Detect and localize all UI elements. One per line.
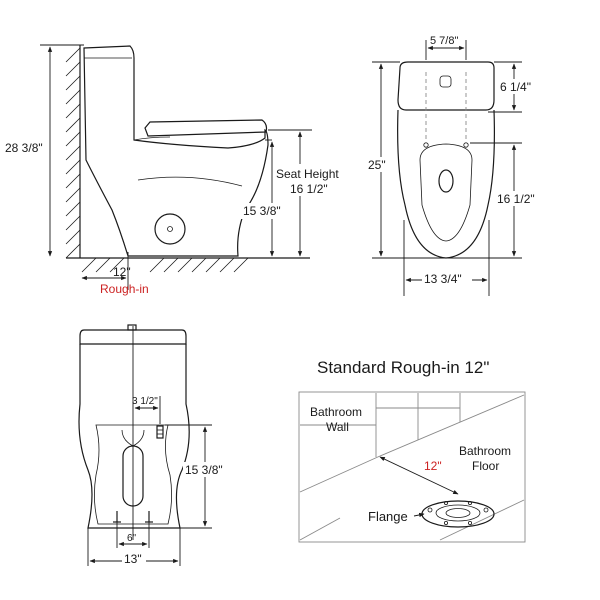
front-view: 3 1/2" 15 3/8" 6" 13": [78, 324, 239, 566]
top-outlet: [438, 169, 454, 193]
front-supply-offset: 3 1/2": [132, 396, 158, 407]
rough-in-diagram: Standard Rough-in 12" Bathroom Wall Bath…: [298, 358, 526, 543]
side-height-total: 28 3/8": [5, 141, 43, 155]
wall-label-line-1: Bathroom: [310, 405, 362, 419]
rough-in-arrow: [379, 456, 459, 495]
side-lower-height: 15 3/8": [243, 204, 281, 218]
wall-hatch: [65, 47, 81, 259]
top-width-top: 5 7/8": [430, 35, 458, 47]
trap-circle: [154, 213, 186, 245]
side-toilet-outline: [83, 45, 269, 257]
rough-in-title: Standard Rough-in 12": [317, 358, 489, 377]
front-width: 13": [124, 552, 142, 566]
top-bowl-length: 16 1/2": [497, 192, 535, 206]
wall-label-line-2: Wall: [326, 420, 349, 434]
top-length: 25": [368, 158, 386, 172]
front-height: 15 3/8": [185, 463, 223, 477]
wall-floor-corner-left: [299, 455, 381, 493]
top-tank-depth: 6 1/4": [500, 80, 531, 94]
seat-height-label: Seat Height: [276, 167, 339, 181]
top-view: 5 7/8" 6 1/4" 25" 16 1/2" 13 3/4": [366, 35, 544, 296]
flange-label: Flange: [368, 509, 408, 524]
rough-in-distance: 12": [424, 459, 442, 473]
floor-label-line-2: Floor: [472, 459, 499, 473]
diagram-frame: [298, 391, 526, 543]
rough-in-value: 12": [113, 265, 131, 279]
supply-valve: [156, 425, 164, 439]
rough-in-label: Rough-in: [100, 282, 149, 296]
flange: [421, 500, 495, 528]
front-bolt-spacing: 6": [127, 533, 137, 544]
side-view: 28 3/8" Seat Height 16 1/2" 15 3/8" 12" …: [5, 44, 348, 296]
top-width: 13 3/4": [424, 272, 462, 286]
front-body: [78, 344, 190, 529]
top-tank: [397, 61, 495, 111]
wall-floor-corner-right: [379, 394, 525, 457]
top-bowl-opening: [419, 143, 473, 242]
floor-label-line-1: Bathroom: [459, 444, 511, 458]
front-cavity: [94, 424, 172, 525]
seat-lid: [144, 119, 268, 137]
floor-hatch: [81, 257, 249, 273]
seat-height-value: 16 1/2": [290, 182, 328, 196]
top-bowl-body: [397, 109, 495, 259]
